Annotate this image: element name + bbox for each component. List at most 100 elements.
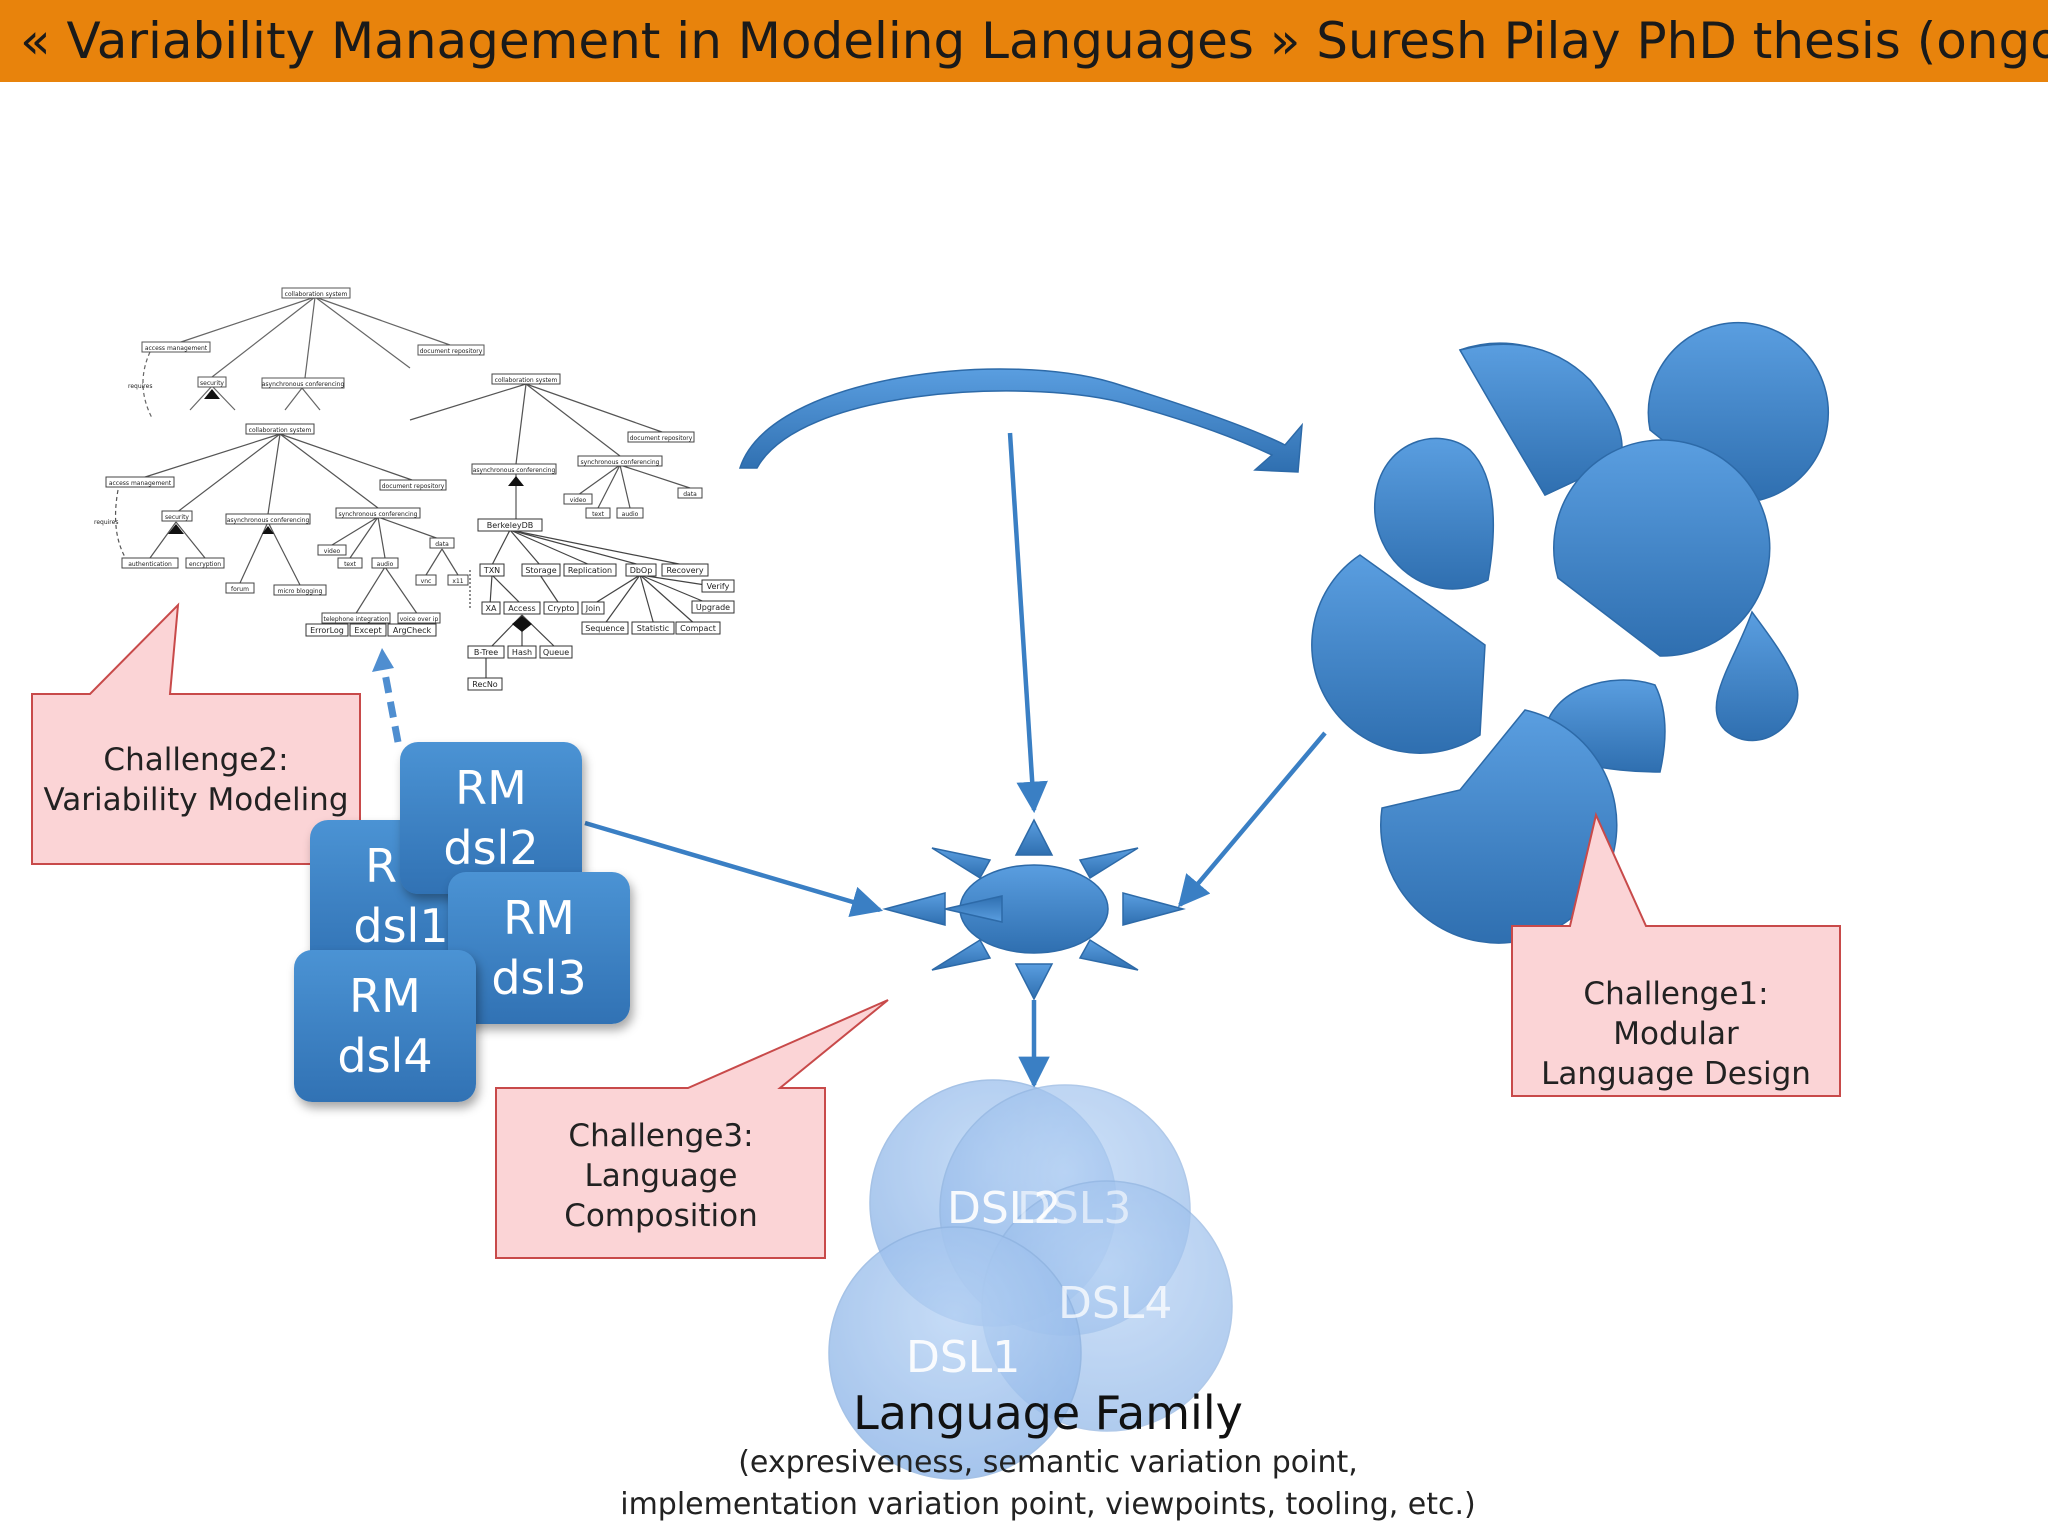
family-subtitle-line2: implementation variation point, viewpoin… [620,1487,1476,1522]
fm1-node-access [141,341,211,353]
fm2-node-video [317,544,347,556]
slide-title-bar: « Variability Management in Modeling Lan… [0,0,2048,82]
rm-dsl2-box: RM dsl2 [400,742,582,894]
language-fragments [1311,321,1830,944]
fm2-async-label: asynchronous conferencing [227,517,310,524]
dashed-arrow-to-feature-models [372,648,402,743]
fm1-security-label: security [200,380,224,387]
fm2-microblog-label: micro blogging [278,588,323,595]
fm2-forum-label: forum [231,586,249,593]
fm2-telephone-label: telephone integration [323,616,388,623]
feature-model-3-nodes: collaboration system asynchronous confer… [471,373,703,519]
fm4-node-compact [675,621,721,635]
fm2-voip-label: voice over ip [400,616,439,623]
fm4-except-label: Except [354,626,381,635]
dsl1-circle [828,1226,1082,1480]
fm1-root-label: collaboration system [285,291,348,298]
fm2-text-label: text [344,561,356,568]
feature-model-1 [142,296,451,419]
fm2-node-sync [335,507,421,519]
dsl4-label: DSL4 [1058,1278,1173,1329]
fm2-auth-label: authentication [128,561,172,568]
fm3-async-label: asynchronous conferencing [473,467,556,474]
challenge2-line1: Challenge2: [103,742,289,778]
fm4-errorlog-label: ErrorLog [310,626,344,635]
fm2-video-label: video [324,548,341,555]
rm-dsl3-line2: dsl3 [491,951,587,1005]
fm4-node-replication [563,563,617,577]
slide-title: « Variability Management in Modeling Lan… [20,12,2048,70]
fm3-docrepo-label: document repository [630,435,693,442]
feature-model-2-nodes: collaboration system access management s… [94,423,469,624]
fm1-access-label: access management [145,345,208,352]
challenge2-line2: Variability Modeling [43,782,349,818]
feature-model-4-nodes: BerkeleyDB TXN Storage Replication DbOp … [305,518,735,691]
fm2-node-docrepo [379,479,447,491]
fm4-dbop-label: DbOp [630,566,653,575]
fm2-data-label: data [435,541,449,548]
fm2-node-access [105,476,175,488]
fm2-access-label: access management [109,480,172,487]
fm3-data-label: data [683,491,697,498]
fm2-node-encryption [185,557,225,569]
fm2-node-text [337,557,363,569]
fm4-node-queue [539,645,573,659]
fm3-node-text [585,507,611,519]
challenge1-line2: Language Design [1541,1056,1811,1092]
fm4-node-root [477,518,543,532]
rm-dsl4-line2: dsl4 [337,1029,433,1083]
fm4-node-join [581,601,605,615]
fm4-node-sequence [581,621,629,635]
fm2-node-forum [225,582,255,594]
callout-challenge3-text: Challenge3: Language Composition [500,1116,822,1236]
fm1-node-async [261,377,345,389]
fm2-sync-label: synchronous conferencing [339,511,418,518]
fm3-node-video [563,493,593,505]
fm4-node-upgrade [691,600,735,614]
fm2-node-microblog [273,584,327,596]
fm4-btree-label: B-Tree [474,648,498,657]
fragment-7 [1715,610,1799,742]
rm-dsl3-line1: RM [503,891,575,945]
fm2-node-audio [371,557,399,569]
rm-dsl2-line2: dsl2 [443,821,539,875]
fm4-storage-label: Storage [525,566,556,575]
fm3-audio-label: audio [622,511,639,518]
fm4-node-dbop [625,563,657,577]
fm4-node-except [349,623,387,637]
language-family-title: Language Family [853,1386,1243,1440]
rm-dsl1-line2: dsl1 [353,899,449,953]
fm4-node-xa [481,601,501,615]
language-family-subtitle: (expresiveness, semantic variation point… [620,1442,1476,1526]
fm2-node-voip [397,612,441,624]
fm4-access-label: Access [508,604,535,613]
fragment-4 [1374,437,1495,590]
fm4-hash-label: Hash [512,648,532,657]
fm3-node-sync [577,455,663,467]
challenge1-line1: Challenge1: Modular [1583,976,1769,1052]
fm2-node-telephone [321,612,391,624]
fm4-node-argcheck [387,623,437,637]
fm1-async-label: asynchronous conferencing [262,381,345,388]
fragment-5 [1553,439,1771,657]
fm4-node-verify [701,579,735,593]
fm3-node-async [471,463,557,475]
family-subtitle-line1: (expresiveness, semantic variation point… [738,1445,1358,1480]
fm3-video-label: video [570,497,587,504]
fm3-async-triangle [508,476,524,486]
fm2-audio-label: audio [377,561,394,568]
callout-challenge1-text: Challenge1: Modular Language Design [1516,974,1836,1094]
fm4-root-label: BerkeleyDB [487,521,534,530]
fm4-join-label: Join [585,604,601,613]
fm2-node-root [245,423,315,435]
challenge3-line2: Language [584,1158,738,1194]
challenge3-line1: Challenge3: [568,1118,754,1154]
fm4-node-recovery [661,563,709,577]
fm2-node-auth [121,557,179,569]
fm2-group-triangle [168,524,184,534]
fm4-crypto-label: Crypto [548,604,575,613]
fm2-docrepo-label: document repository [382,483,445,490]
language-family-circles [828,1079,1233,1480]
fm4-node-btree [467,645,505,659]
fm2-node-vnc [415,574,437,586]
